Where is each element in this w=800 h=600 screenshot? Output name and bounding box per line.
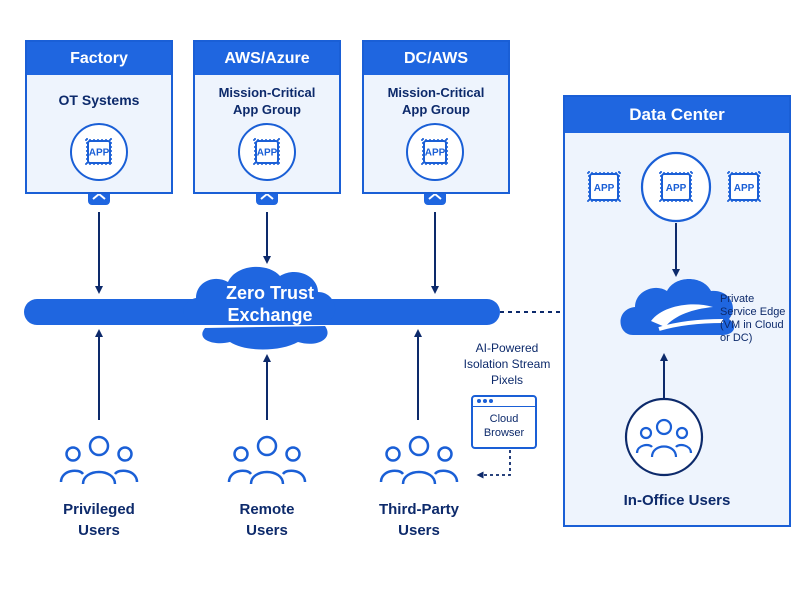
exchange-label: Zero Trust Exchange <box>210 282 330 326</box>
app-label: APP <box>666 183 687 194</box>
isolation-dotted-arrow <box>476 450 511 479</box>
user-label-line: Privileged <box>63 501 135 518</box>
app-label: APP <box>89 148 110 159</box>
app-chip-icon: APP <box>406 123 464 181</box>
browser-label-line: Cloud <box>489 413 519 425</box>
browser-dot-icon <box>483 399 487 403</box>
service-edge-label-line: Private <box>720 293 755 305</box>
user-label-line: Third-Party <box>378 501 459 518</box>
users-group-icon <box>59 435 139 485</box>
site-header: AWS/Azure <box>195 42 339 75</box>
app-chip-icon: APP <box>640 151 712 223</box>
app-chip-icon: APP <box>587 171 621 203</box>
zero-trust-exchange <box>24 266 500 350</box>
site-header: DC/AWS <box>364 42 508 75</box>
exchange-label-line: Zero Trust <box>225 283 314 303</box>
browser-label: Cloud Browser <box>473 412 535 440</box>
site-subtitle-line: App Group <box>233 102 301 117</box>
site-subtitle-line: Mission-Critical <box>218 85 316 100</box>
in-office-users-icon <box>624 397 704 477</box>
user-label-line: Users <box>78 522 120 539</box>
user-label-line: Users <box>398 522 440 539</box>
users-group-icon <box>227 435 307 485</box>
app-chip-icon: APP <box>727 171 761 203</box>
user-group-label-privileged: Privileged Users <box>39 499 159 541</box>
isolation-label: AI-Powered Isolation Stream Pixels <box>452 340 562 388</box>
in-office-users-label: In-Office Users <box>623 492 731 509</box>
browser-dot-icon <box>477 399 481 403</box>
app-label: APP <box>734 183 755 194</box>
site-subtitle-line: Mission-Critical <box>387 85 485 100</box>
user-group-label-third-party: Third-Party Users <box>359 499 479 541</box>
site-subtitle: Mission-Critical App Group <box>195 84 339 118</box>
isolation-label-line: Isolation Stream <box>463 357 551 371</box>
data-center-graphics: APP APP APP <box>587 151 761 477</box>
data-center-header: Data Center <box>565 97 789 133</box>
browser-title-bar <box>473 397 535 407</box>
service-edge-label-line: Service Edge <box>720 306 786 318</box>
service-edge-label: Private Service Edge (VM in Cloud or DC) <box>720 293 785 345</box>
users-group-icon <box>379 435 459 485</box>
site-subtitle-line: App Group <box>402 102 470 117</box>
site-subtitle: Mission-Critical App Group <box>364 84 508 118</box>
service-edge-label-line: (VM in Cloud <box>720 319 784 331</box>
exchange-label-line: Exchange <box>227 305 313 325</box>
app-chip-icon: APP <box>238 123 296 181</box>
browser-dot-icon <box>489 399 493 403</box>
app-label: APP <box>594 183 615 194</box>
user-group-label-remote: Remote Users <box>207 499 327 541</box>
isolation-label-line: AI-Powered <box>475 341 539 355</box>
service-edge-label-line: or DC) <box>720 332 753 344</box>
isolation-label-line: Pixels <box>490 373 523 387</box>
site-subtitle: OT Systems <box>58 92 140 108</box>
user-label-line: Users <box>246 522 288 539</box>
site-header: Factory <box>27 42 171 75</box>
app-label: APP <box>425 148 446 159</box>
cloud-browser-window: Cloud Browser <box>471 395 537 449</box>
app-chip-icon: APP <box>70 123 128 181</box>
service-edge-cloud-icon <box>620 279 735 335</box>
app-label: APP <box>257 148 278 159</box>
user-label-line: Remote <box>239 501 295 518</box>
browser-label-line: Browser <box>483 427 525 439</box>
